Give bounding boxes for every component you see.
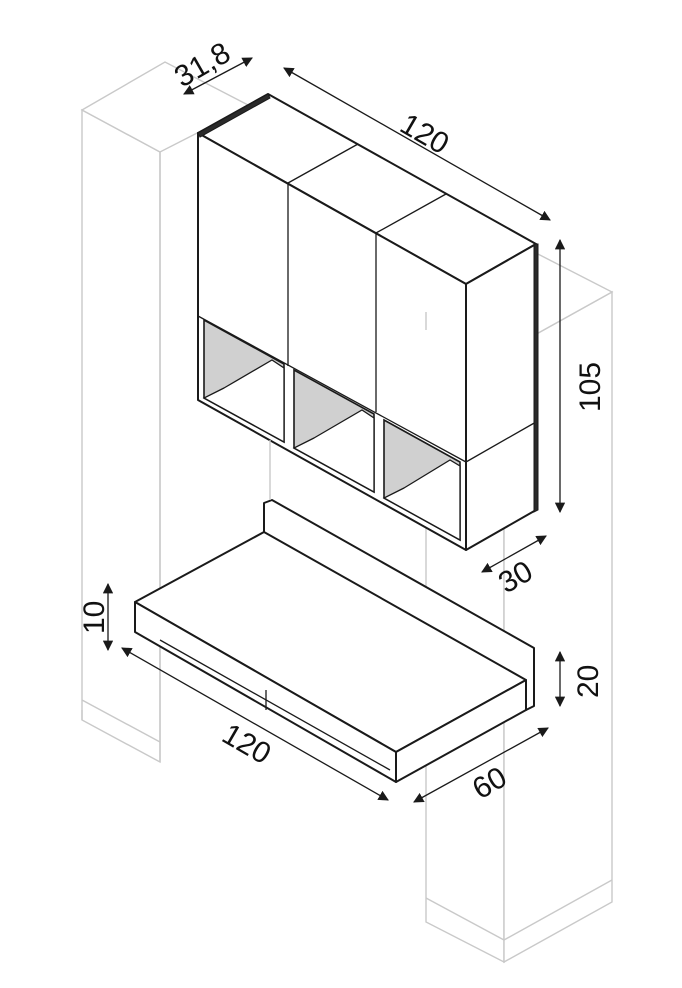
dim-line-desk-width	[121, 647, 389, 801]
wall-cabinet	[197, 93, 539, 551]
cabinet-side-face	[465, 243, 537, 551]
dim-line-cabinet-width	[283, 67, 551, 221]
dim-line-cabinet-depth	[183, 57, 253, 95]
dim-label-cabinet-width: 120	[395, 107, 455, 161]
dim-label-desk-thickness: 10	[78, 601, 111, 634]
dim-label-desk-width: 120	[217, 717, 277, 771]
dim-line-niche-depth	[481, 535, 547, 573]
dim-line-desk-depth	[413, 727, 549, 803]
dim-label-backsplash-height: 20	[572, 665, 605, 698]
dim-label-cabinet-height: 105	[574, 362, 607, 412]
